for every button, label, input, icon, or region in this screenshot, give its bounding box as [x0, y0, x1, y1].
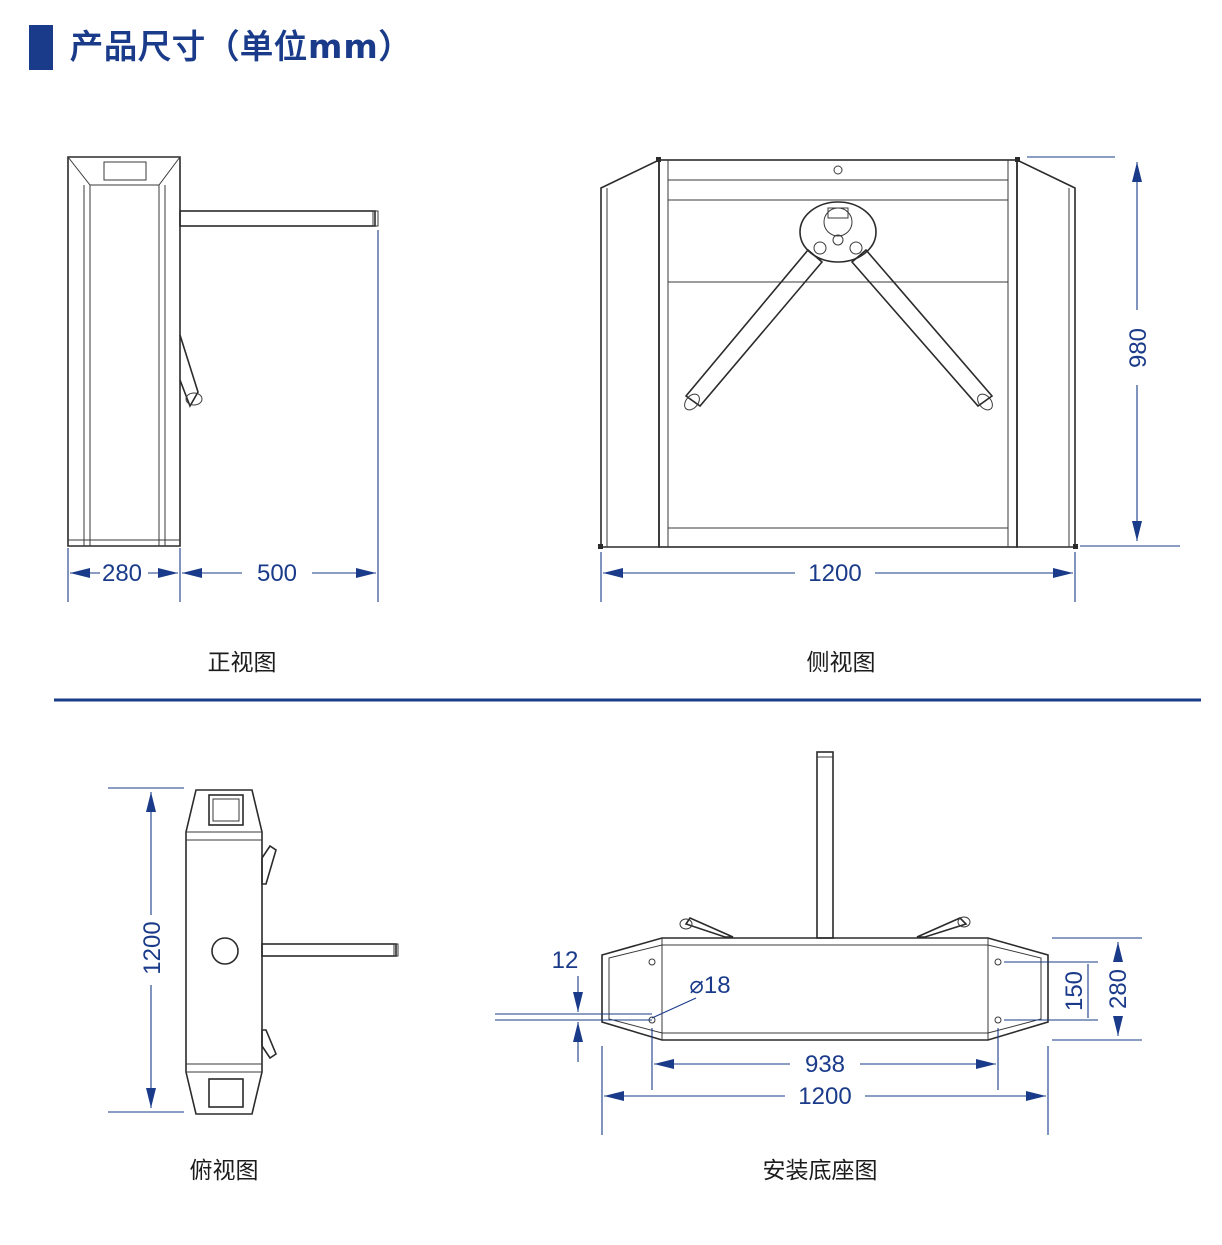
front-arm [179, 210, 379, 408]
dim-arm-length: 500 [257, 560, 297, 587]
dim-base-width: 280 [1105, 969, 1132, 1009]
dim-hole-offset: 12 [552, 947, 579, 974]
front-dimension-lines [67, 230, 379, 602]
top-dimension-lines [108, 787, 184, 1113]
side-cabinet [598, 157, 1078, 549]
dim-side-width: 1200 [808, 560, 861, 587]
dim-height: 980 [1125, 328, 1152, 368]
tripod-arm-right [850, 248, 994, 411]
front-view: 280 500 正视图 [67, 156, 379, 676]
page-title: 产品尺寸（单位mm） [70, 27, 413, 66]
caption-top-view: 俯视图 [190, 1158, 259, 1184]
side-view: 1200 980 侧视图 [598, 156, 1180, 676]
caption-front-view: 正视图 [208, 650, 277, 676]
dim-front-width: 280 [102, 560, 142, 587]
dim-hole-spacing-long: 938 [805, 1051, 845, 1078]
top-view: 1200 俯视图 [108, 787, 399, 1184]
front-cabinet [67, 156, 181, 547]
base-view: 12 ⌀18 938 1200 150 280 安装底座图 [495, 751, 1142, 1184]
dim-top-length: 1200 [139, 921, 166, 974]
tripod-arm-left [684, 248, 824, 411]
dim-hole-spacing-short: 150 [1061, 971, 1088, 1011]
base-pole [816, 751, 834, 939]
base-plate [601, 937, 1049, 1041]
side-dimension-lines [600, 156, 1180, 602]
top-arm [261, 844, 399, 1060]
top-cabinet [185, 789, 263, 1115]
title-accent-bar [29, 25, 53, 70]
base-arm-stubs [679, 916, 971, 938]
caption-base-view: 安装底座图 [763, 1158, 878, 1184]
dim-base-length: 1200 [798, 1083, 851, 1110]
base-dimension-lines [495, 937, 1142, 1135]
dim-hole-diameter: ⌀18 [689, 972, 730, 999]
caption-side-view: 侧视图 [807, 650, 876, 676]
